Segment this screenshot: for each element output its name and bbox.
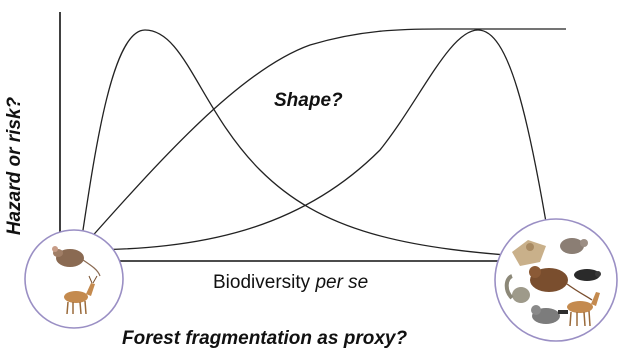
raccoon-icon	[531, 305, 568, 324]
y-axis-label-text: Hazard or risk?	[4, 96, 25, 236]
x-axis-label-plain: Biodiversity	[213, 272, 311, 293]
squirrel-icon	[504, 274, 530, 303]
caption: Forest fragmentation as proxy?	[122, 328, 408, 349]
right-species-circle	[494, 218, 618, 342]
curve-late-peak	[79, 29, 553, 259]
x-axis-label: Biodiversity per se	[213, 272, 368, 294]
flying-squirrel-icon	[512, 240, 546, 266]
deer-icon	[567, 292, 600, 327]
deer-icon	[64, 275, 98, 315]
shape-annotation: Shape?	[274, 90, 343, 111]
rat-icon	[529, 266, 593, 301]
left-species-circle	[24, 229, 124, 329]
curve-saturating	[79, 28, 566, 251]
mole-icon	[574, 269, 601, 281]
x-axis-label-italic: per se	[315, 272, 369, 293]
y-axis-label: Hazard or risk?	[4, 46, 26, 286]
curve-early-peak	[79, 29, 553, 259]
chipmunk-icon	[560, 238, 588, 254]
mouse-icon	[52, 246, 101, 277]
